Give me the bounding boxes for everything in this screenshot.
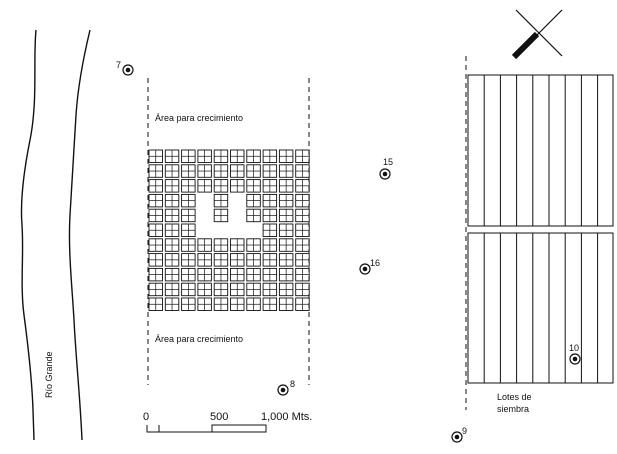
town-block-grid xyxy=(148,149,310,311)
site-7-label: 7 xyxy=(116,60,121,70)
scale-bar: 0 500 1,000 Mts. xyxy=(143,411,312,433)
scale-tick-1000: 1,000 Mts. xyxy=(261,411,312,423)
site-9: 9 xyxy=(451,426,467,443)
plots-label-line1: Lotes de xyxy=(497,392,532,402)
plot-block xyxy=(467,232,614,384)
site-15-label: 15 xyxy=(383,157,393,167)
north-arrow-icon xyxy=(511,9,563,60)
site-9-label: 9 xyxy=(462,426,467,436)
site-8: 8 xyxy=(277,379,295,396)
site-10-label: 10 xyxy=(569,343,579,353)
plots-label-line2: siembra xyxy=(497,404,529,414)
river-bank-east xyxy=(68,29,91,441)
site-8-label: 8 xyxy=(290,379,295,389)
site-16-label: 16 xyxy=(370,258,380,268)
site-16: 16 xyxy=(359,258,380,275)
river xyxy=(20,29,91,441)
plot-block xyxy=(467,74,614,227)
river-bank-west xyxy=(20,29,37,441)
scale-tick-500: 500 xyxy=(210,411,228,423)
site-10: 10 xyxy=(569,343,581,365)
growth-area-bottom-label: Área para crecimiento xyxy=(155,334,243,344)
site-15: 15 xyxy=(379,157,393,180)
farm-plots xyxy=(465,56,614,410)
growth-area-top-label: Área para crecimiento xyxy=(155,113,243,123)
site-7: 7 xyxy=(116,60,134,76)
scale-tick-0: 0 xyxy=(143,411,149,423)
river-label: Río Grande xyxy=(44,351,54,398)
